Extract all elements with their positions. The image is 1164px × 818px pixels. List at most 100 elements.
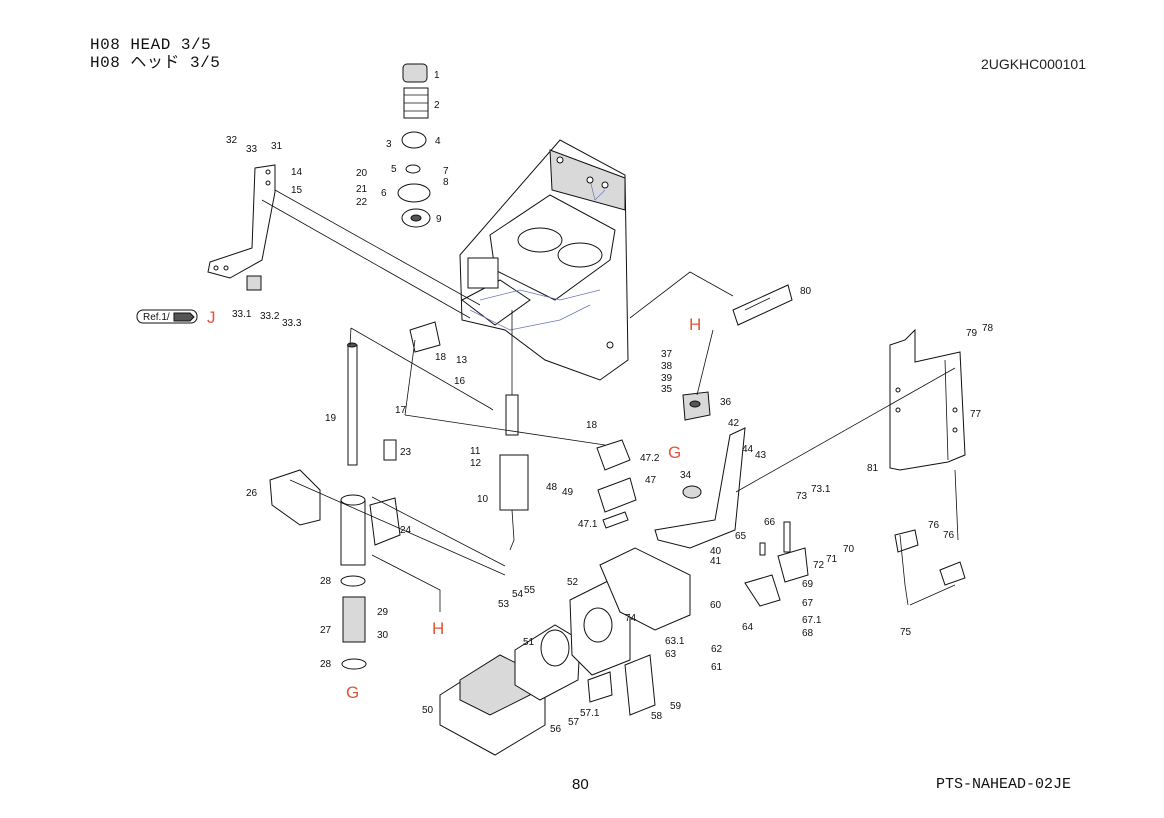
callout-37: 37: [661, 349, 673, 360]
callout-31: 31: [271, 141, 283, 152]
group-lines: [289, 271, 956, 612]
callout-16: 16: [454, 376, 466, 387]
callout-33: 33: [246, 144, 258, 155]
ref-letter-G-bottom: G: [346, 683, 359, 702]
label-plate-80: [732, 284, 793, 326]
callout-4: 4: [435, 136, 441, 147]
callout-28-lower: 28: [320, 659, 332, 670]
callout-35: 35: [661, 384, 673, 395]
callout-73: 73: [796, 491, 808, 502]
callout-19: 19: [325, 413, 337, 424]
callout-43: 43: [755, 450, 767, 461]
callout-55: 55: [524, 585, 536, 596]
callout-63: 63: [665, 649, 677, 660]
callout-73-1: 73.1: [811, 484, 831, 495]
callout-53: 53: [498, 599, 510, 610]
callout-47: 47: [645, 475, 657, 486]
motor-assembly: [439, 547, 691, 756]
callout-27: 27: [320, 625, 332, 636]
callout-60: 60: [710, 600, 722, 611]
callout-70: 70: [843, 544, 855, 555]
callout-57-1: 57.1: [580, 708, 600, 719]
callout-6: 6: [381, 188, 387, 199]
ref-letter-H-top: H: [689, 315, 701, 334]
callout-58: 58: [651, 711, 663, 722]
callout-7: 7: [443, 166, 449, 177]
callout-41: 41: [710, 556, 722, 567]
callout-36: 36: [720, 397, 732, 408]
page-number: 80: [572, 776, 589, 793]
callout-62: 62: [711, 644, 723, 655]
callout-67-1: 67.1: [802, 615, 822, 626]
callout-33-1: 33.1: [232, 309, 252, 320]
callout-74: 74: [625, 613, 637, 624]
callout-61: 61: [711, 662, 723, 673]
callout-14: 14: [291, 167, 303, 178]
callout-47-2: 47.2: [640, 453, 660, 464]
callout-28-upper: 28: [320, 576, 332, 587]
callout-23: 23: [400, 447, 412, 458]
callout-47-1: 47.1: [578, 519, 598, 530]
bracket-31: [207, 164, 481, 319]
callout-48: 48: [546, 482, 558, 493]
callout-1: 1: [434, 70, 440, 81]
callout-33-3: 33.3: [282, 318, 302, 329]
callout-10: 10: [477, 494, 489, 505]
link-mechanism: [744, 521, 809, 607]
callout-9: 9: [436, 214, 442, 225]
callout-66: 66: [764, 517, 776, 528]
callout-52: 52: [567, 577, 579, 588]
callout-51: 51: [523, 637, 535, 648]
callout-2: 2: [434, 100, 440, 111]
page-title: H08 HEAD 3/5: [90, 36, 212, 54]
callout-33-2: 33.2: [260, 311, 280, 322]
svg-text:Ref.1/: Ref.1/: [143, 312, 170, 323]
callout-21: 21: [356, 184, 368, 195]
top-pulley-stack: [397, 63, 431, 228]
reference-letters: J H H G G: [207, 308, 701, 702]
callout-63-1: 63.1: [665, 636, 685, 647]
bracket-42: [654, 391, 746, 549]
callout-34: 34: [680, 470, 692, 481]
callout-69: 69: [802, 579, 814, 590]
callout-18-upper: 18: [435, 352, 447, 363]
ref-letter-G-top: G: [668, 443, 681, 462]
callout-54: 54: [512, 589, 524, 600]
callout-11: 11: [470, 446, 481, 457]
callout-65: 65: [735, 531, 747, 542]
bracket-77: [889, 328, 966, 586]
callout-59: 59: [670, 701, 682, 712]
callout-67: 67: [802, 598, 814, 609]
ref-letter-J: J: [207, 308, 216, 327]
ref-letter-H-bottom: H: [432, 619, 444, 638]
callout-42: 42: [728, 418, 740, 429]
head-frame: [459, 139, 629, 381]
callout-40: 40: [710, 546, 722, 557]
sensor-bracket-47: [409, 321, 637, 529]
ref-tag: Ref.1/: [136, 309, 198, 324]
callout-71: 71: [826, 554, 838, 565]
callout-labels: 1 2 3 4 5 6 7 8 9 10 11 12 13 14 15 16 1…: [226, 70, 994, 735]
callout-5: 5: [391, 164, 397, 175]
footer-document-ref: PTS-NAHEAD-02JE: [935, 776, 1071, 793]
callout-79: 79: [966, 328, 978, 339]
callout-32: 32: [226, 135, 238, 146]
callout-77: 77: [970, 409, 982, 420]
callout-38: 38: [661, 361, 673, 372]
callout-17: 17: [395, 405, 407, 416]
callout-75: 75: [900, 627, 912, 638]
callout-78: 78: [982, 323, 994, 334]
callout-8: 8: [443, 177, 449, 188]
callout-24: 24: [400, 525, 412, 536]
document-code: 2UGKHC000101: [980, 56, 1086, 72]
callout-13: 13: [456, 355, 468, 366]
ball-screw-10: [499, 310, 529, 551]
callout-44: 44: [742, 444, 754, 455]
callout-49: 49: [562, 487, 574, 498]
callout-20: 20: [356, 168, 368, 179]
callout-81: 81: [867, 463, 879, 474]
callout-3: 3: [386, 139, 392, 150]
shaft-assembly: [269, 342, 401, 670]
callout-26: 26: [246, 488, 258, 499]
callout-18-lower: 18: [586, 420, 598, 431]
